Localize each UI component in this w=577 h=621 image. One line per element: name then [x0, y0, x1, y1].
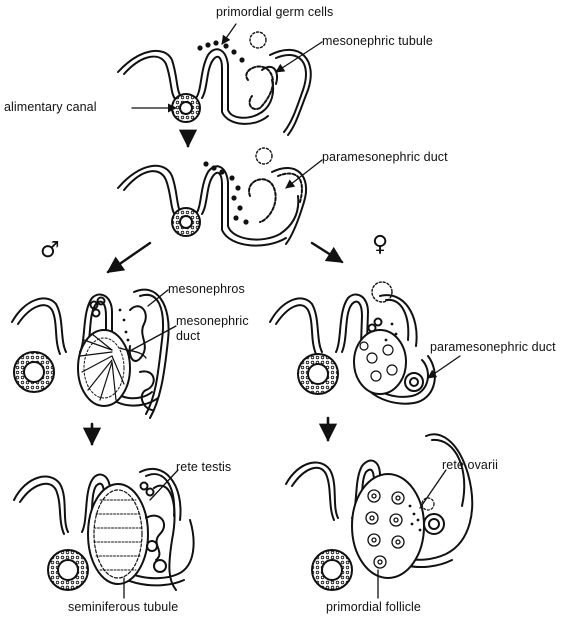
label-seminiferous-tubule: seminiferous tubule: [68, 600, 178, 614]
label-primordial-follicle: primordial follicle: [326, 600, 421, 614]
male-stage4-section: [14, 469, 194, 590]
label-rete-ovarii: rete ovarii: [442, 458, 498, 472]
label-mesonephros: mesonephros: [168, 282, 245, 296]
female-stage3-section: [270, 282, 435, 404]
stage2-section: [118, 148, 306, 246]
label-mesonephric-duct: mesonephric duct: [176, 314, 249, 344]
label-paramesonephric-duct-top: paramesonephric duct: [322, 150, 448, 164]
stage1-section: [118, 32, 311, 135]
label-mesonephric-tubule: mesonephric tubule: [322, 34, 433, 48]
label-primordial-germ-cells: primordial germ cells: [216, 5, 333, 19]
male-stage3-section: [12, 290, 169, 418]
female-symbol: ♀: [372, 234, 388, 256]
label-rete-testis: rete testis: [176, 460, 231, 474]
label-paramesonephric-duct-female: paramesonephric duct: [430, 340, 556, 354]
male-symbol: ♂: [40, 240, 60, 262]
label-alimentary-canal: alimentary canal: [4, 100, 97, 114]
